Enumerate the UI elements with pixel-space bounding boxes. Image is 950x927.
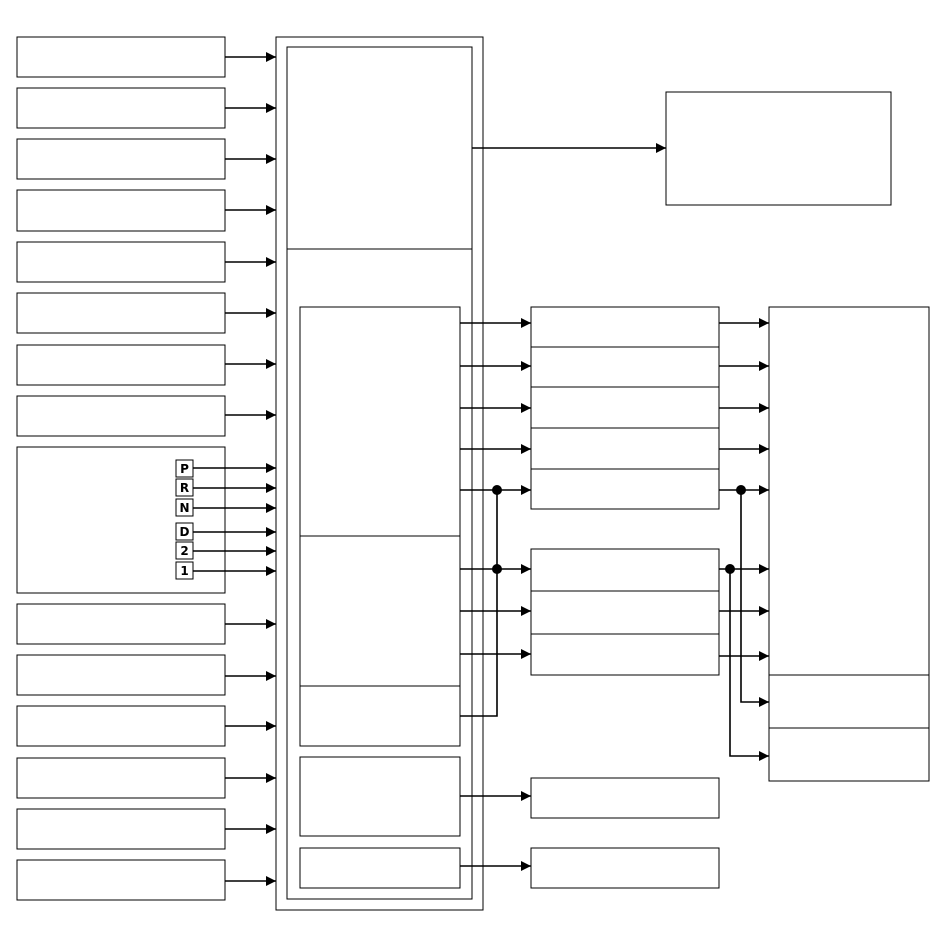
output-block-top	[665, 91, 892, 206]
input-block-2	[16, 87, 226, 129]
gear-label-p: P	[180, 462, 189, 476]
junction-dot-1	[492, 485, 502, 495]
gear-box-p	[175, 459, 194, 478]
branch-arrow-lower	[729, 569, 769, 761]
input-blocks	[16, 36, 226, 901]
junction-dot-3	[736, 485, 746, 495]
controller-output-arrows	[460, 318, 531, 871]
transmission-frame	[768, 306, 930, 782]
gear-position-labels: P R N D 2 1	[175, 459, 194, 580]
input-block-4	[16, 189, 226, 232]
actuator-group-b	[530, 548, 720, 676]
actuator-group-a-frame	[530, 306, 720, 510]
gear-box-1	[175, 561, 194, 580]
input-block-6	[16, 292, 226, 334]
transmission-block	[768, 306, 930, 782]
branch-arrow-upper	[740, 490, 769, 707]
input-block-12	[16, 705, 226, 747]
gear-box-r	[175, 478, 194, 497]
control-module-main	[299, 306, 461, 747]
input-block-3	[16, 138, 226, 180]
junction-dot-2	[492, 564, 502, 574]
gear-box-2	[175, 541, 194, 560]
actuator-group-b-frame	[530, 548, 720, 676]
control-module-bottom	[299, 847, 461, 889]
gear-label-2: 2	[180, 544, 188, 558]
gear-label-r: R	[180, 481, 189, 495]
input-block-13	[16, 757, 226, 799]
gear-box-d	[175, 522, 194, 541]
input-block-15	[16, 859, 226, 901]
gear-label-1: 1	[180, 564, 188, 578]
input-block-11	[16, 654, 226, 696]
output-block-lower-2	[530, 847, 720, 889]
gear-box-n	[175, 498, 194, 517]
gear-label-d: D	[180, 525, 190, 539]
input-block-8	[16, 395, 226, 437]
input-block-10	[16, 603, 226, 645]
output-block-lower-1	[530, 777, 720, 819]
junction-dot-4	[725, 564, 735, 574]
controller-unit	[275, 36, 484, 911]
input-block-1	[16, 36, 226, 78]
input-block-7	[16, 344, 226, 386]
input-block-14	[16, 808, 226, 850]
actuator-group-a	[530, 306, 720, 510]
input-block-5	[16, 241, 226, 283]
control-module-lower	[299, 756, 461, 837]
actuator-output-arrows	[719, 318, 769, 761]
gear-label-n: N	[179, 501, 189, 515]
control-bus	[460, 485, 502, 717]
input-arrows	[193, 52, 276, 886]
